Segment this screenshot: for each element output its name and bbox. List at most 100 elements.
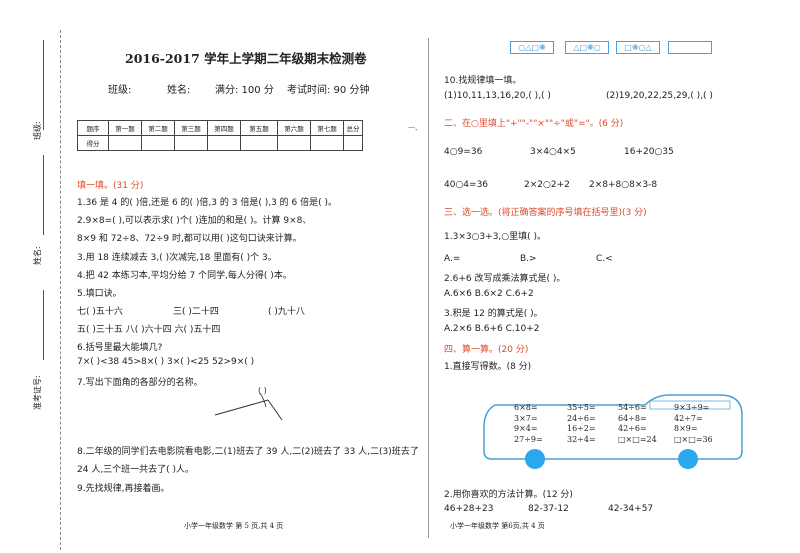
bus-item: 6×8= [514, 403, 538, 412]
question-5d: 五( )三十五 八( )六十四 六( )五十四 [77, 325, 221, 335]
score-cell[interactable] [174, 135, 208, 151]
score-cell[interactable] [310, 135, 344, 151]
question-3: 3.用 18 连续减去 3,( )次减完,18 里面有( )个 3。 [77, 253, 277, 263]
score-cell[interactable] [207, 135, 241, 151]
choice-1-option-b: B.> [520, 254, 537, 264]
section-dash-mark: 一、 [408, 124, 422, 132]
choice-3-options: A.2×6 B.6+6 C.10+2 [444, 324, 540, 334]
equation-2: 3×4○4×5 [530, 147, 576, 157]
question-2a: 2.9×8=( ),可以表示求( )个( )连加的和是( )。计算 9×8、 [77, 216, 312, 226]
bus-column-3: 54÷6= 64÷8= 42÷6= □×□=24 [618, 403, 657, 445]
score-cell[interactable] [108, 135, 142, 151]
score-cell[interactable] [277, 135, 311, 151]
question-8a: 8.二年级的同学们去电影院看电影,二(1)班去了 39 人,二(2)班去了 33… [77, 447, 419, 457]
bus-item: 27÷9= [514, 434, 543, 444]
side-label-class: 班级: [33, 121, 42, 140]
calc-1-heading: 1.直接写得数。(8 分) [444, 362, 532, 372]
header-symbol-box-2: △□❋○ [565, 41, 609, 54]
angle-label-blank: ( ) [258, 386, 267, 395]
question-8b: 24 人,三个班一共去了( )人。 [77, 465, 195, 475]
score-header: 第七题 [310, 120, 344, 136]
header-symbol-box-1: ○△□❋ [510, 41, 554, 54]
question-9: 9.先找规律,再接着画。 [77, 484, 170, 494]
info-name: 姓名: [167, 85, 191, 96]
score-header: 第三题 [174, 120, 208, 136]
score-header: 总分 [343, 120, 363, 136]
bus-figure [483, 394, 743, 469]
score-header: 第六题 [277, 120, 311, 136]
score-cell[interactable] [141, 135, 175, 151]
binding-line [60, 30, 62, 550]
question-7: 7.写出下面角的各部分的名称。 [77, 378, 203, 388]
question-5b: 三( )二十四 [173, 307, 219, 317]
bus-item: □×□=24 [618, 434, 657, 444]
side-underline-1 [43, 40, 44, 130]
side-underline-2 [43, 155, 44, 235]
right-footer: 小学一年级数学 第6页,共 4 页 [450, 522, 545, 530]
score-header: 第五题 [240, 120, 278, 136]
page-divider [428, 38, 429, 538]
bus-column-4: 9×3÷9= 42÷7= 8×9= □×□=36 [674, 403, 713, 445]
section-2-heading: 二、在○里填上"+""-""×""÷"或"="。(6 分) [444, 119, 624, 129]
score-cell[interactable] [240, 135, 278, 151]
bus-item: 24÷6= [567, 413, 596, 423]
bus-column-1: 6×8= 3×7= 9×4= 27÷9= [514, 403, 543, 445]
choice-1-option-c: C.< [596, 254, 613, 264]
equation-4: 40○4=36 [444, 180, 489, 190]
score-header: 题序 [77, 120, 109, 136]
calc-2-item-1: 46+28+23 [444, 504, 494, 514]
page-title: 2016-2017 学年上学期二年级期末检测卷 [125, 51, 367, 66]
header-symbol-box-3: □❋○△ [616, 41, 660, 54]
bus-item: 64÷8= [618, 413, 647, 423]
info-full-score: 满分: 100 分 [215, 85, 274, 96]
question-6a: 7×( )<38 45>8×( ) 3×( )<25 52>9×( ) [77, 357, 255, 367]
score-cell[interactable] [343, 135, 363, 151]
question-5: 5.填口诀。 [77, 289, 122, 299]
info-class: 班级: [108, 85, 132, 96]
bus-item: 54÷6= [618, 403, 647, 412]
equation-6: 2×8+8○8×3-8 [589, 180, 658, 190]
bus-item: □×□=36 [674, 434, 713, 444]
question-10b: (2)19,20,22,25,29,( ),( ) [606, 91, 713, 101]
bus-item: 3×7= [514, 413, 538, 423]
equation-3: 16+20○35 [624, 147, 674, 157]
calc-2-heading: 2.用你喜欢的方法计算。(12 分) [444, 490, 573, 500]
question-10a: (1)10,11,13,16,20,( ),( ) [444, 91, 551, 101]
score-header: 第二题 [141, 120, 175, 136]
choice-2: 2.6+6 改写成乘法算式是( )。 [444, 274, 566, 284]
question-2b: 8×9 和 72÷8、72÷9 时,都可以用( )这句口诀来计算。 [77, 234, 302, 244]
question-1: 1.36 是 4 的( )倍,还是 6 的( )倍,3 的 3 倍是( ),3 … [77, 198, 337, 208]
score-row-label: 得分 [77, 135, 109, 151]
equation-5: 2×2○2+2 [524, 180, 570, 190]
side-label-name: 姓名: [33, 246, 42, 265]
question-6: 6.括号里最大能填几? [77, 343, 163, 353]
bus-item: 8×9= [674, 424, 698, 433]
left-footer: 小学一年级数学 第 5 页,共 4 页 [184, 522, 284, 530]
header-empty-box[interactable] [668, 41, 712, 54]
side-label-id: 准考证号: [33, 375, 42, 410]
side-underline-3 [43, 290, 44, 360]
bus-item: 32÷4= [567, 434, 596, 444]
section-3-heading: 三、选一选。(将正确答案的序号填在括号里)(3 分) [444, 208, 647, 218]
choice-3: 3.积是 12 的算式是( )。 [444, 309, 543, 319]
question-4: 4.把 42 本练习本,平均分给 7 个同学,每人分得( )本。 [77, 271, 292, 281]
score-table: 题序 第一题 第二题 第三题 第四题 第五题 第六题 第七题 总分 得分 [77, 120, 363, 151]
score-header: 第一题 [108, 120, 142, 136]
bus-item: 42÷6= [618, 424, 647, 433]
question-10: 10.找规律填一填。 [444, 76, 522, 86]
question-5c: ( )九十八 [268, 307, 305, 317]
calc-2-item-2: 82-37-12 [528, 504, 569, 514]
choice-1-option-a: A.= [444, 254, 461, 264]
section-4-heading: 四、算一算。(20 分) [444, 345, 529, 355]
angle-figure [214, 392, 283, 421]
bus-item: 9×4= [514, 424, 538, 433]
calc-2-item-3: 42-34+57 [608, 504, 654, 514]
choice-1: 1.3×3○3+3,○里填( )。 [444, 232, 547, 242]
info-time: 考试时间: 90 分钟 [287, 85, 370, 96]
section-1-heading: 填一填。(31 分) [77, 181, 144, 191]
bus-column-2: 35÷5= 24÷6= 16÷2= 32÷4= [567, 403, 596, 445]
bus-item: 42÷7= [674, 413, 703, 423]
bus-item: 9×3÷9= [674, 403, 710, 412]
question-5a: 七( )五十六 [77, 307, 123, 317]
score-header: 第四题 [207, 120, 241, 136]
